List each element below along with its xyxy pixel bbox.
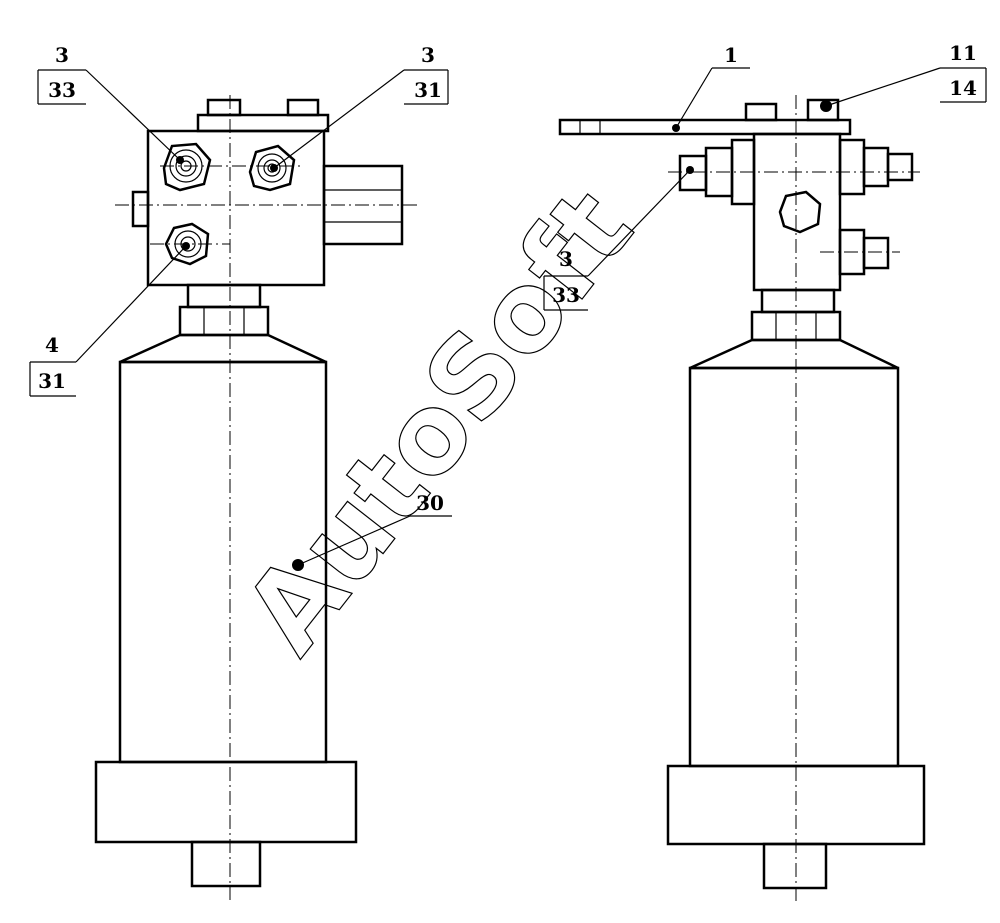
callout-left-top-left-top: 3 — [55, 43, 69, 67]
callouts: 3 33 3 31 4 31 30 — [29, 41, 987, 571]
right-valve-block — [752, 132, 842, 292]
callout-left-lower-bottom: 31 — [38, 369, 66, 393]
top-plate — [196, 113, 330, 133]
right-shoulder — [689, 338, 899, 370]
base — [94, 760, 358, 844]
front-hex — [778, 190, 822, 234]
callout-body: 30 — [292, 491, 452, 571]
right-lower-fitting-tip — [862, 236, 890, 270]
callout-left-top-left: 3 33 — [37, 43, 184, 164]
callout-left-top-left-bottom: 33 — [48, 78, 76, 102]
side-connector — [322, 164, 404, 246]
callout-left-top-right: 3 31 — [270, 43, 449, 172]
callout-right-top: 11 14 — [820, 41, 987, 112]
callout-body-label: 30 — [416, 491, 444, 515]
callout-right-side-bottom: 33 — [552, 283, 580, 307]
callout-left-lower-top: 4 — [45, 333, 59, 357]
callout-left-top-right-top: 3 — [421, 43, 435, 67]
lever — [558, 118, 852, 136]
hex-nut — [178, 305, 270, 337]
side-stub — [131, 190, 150, 228]
callout-lever-label: 1 — [724, 43, 738, 67]
top-bolt-right — [286, 98, 320, 117]
right-top-bolt-2 — [806, 98, 840, 122]
right-fitting-tip — [886, 152, 914, 182]
neck — [186, 283, 262, 309]
right-fitting-outer — [838, 138, 866, 196]
right-assembly-view — [558, 95, 926, 905]
watermark: AutoSoft — [220, 166, 658, 676]
left-assembly-view — [94, 95, 420, 900]
shoulder — [119, 333, 327, 364]
top-bolt-left — [206, 98, 242, 117]
right-bottom-plug — [762, 842, 828, 890]
callout-right-top-top: 11 — [949, 41, 977, 65]
callout-right-side-top: 3 — [559, 247, 573, 271]
right-top-bolt — [744, 102, 778, 122]
callout-right-top-bottom: 14 — [949, 76, 977, 100]
callout-left-lower: 4 31 — [29, 242, 190, 397]
callout-left-top-right-bottom: 31 — [414, 78, 442, 102]
left-fitting-tip — [678, 154, 708, 192]
bottom-plug — [190, 840, 262, 888]
callout-right-side: 3 33 — [543, 166, 694, 311]
right-fitting-mid — [862, 146, 890, 188]
right-filter-body — [688, 366, 900, 768]
right-neck — [760, 288, 836, 314]
callout-lever: 1 — [672, 43, 750, 132]
fitting-top-right — [248, 144, 296, 192]
